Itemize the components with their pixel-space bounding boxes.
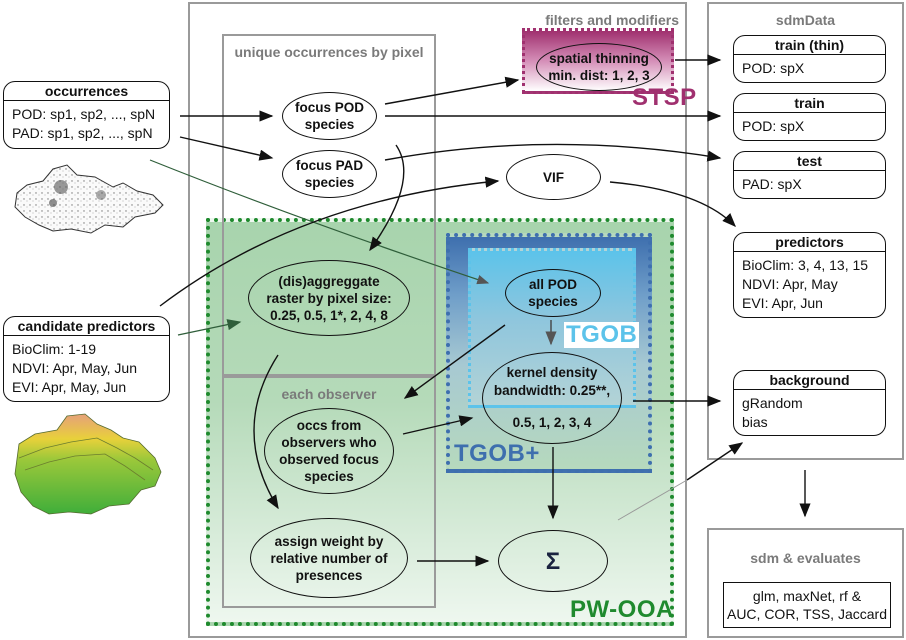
predictors-title: predictors [734,233,885,252]
sdm-metrics-line: AUC, COR, TSS, Jaccard [726,606,887,622]
disaggregate-node: (dis)aggreggate raster by pixel size: 0.… [248,260,410,336]
occurrences-pod-line: POD: sp1, sp2, ..., spN [12,106,156,122]
disaggregate-line2: raster by pixel size: [266,290,392,306]
sdm-methods-box: glm, maxNet, rf & AUC, COR, TSS, Jaccard [723,582,891,628]
all-pod-line2: species [528,294,578,309]
focus-pad-species-node: focus PAD species [282,150,377,198]
disaggregate-line1: (dis)aggreggate [278,273,380,289]
predictors-bioclim-line: BioClim: 3, 4, 13, 15 [742,257,869,273]
unique-occurrences-title: unique occurrences by pixel [234,44,424,60]
assign-weight-line3: presences [295,567,363,583]
sdm-card-test: test PAD: spX [733,151,886,199]
candidate-evi-line: EVI: Apr, May, Jun [12,379,127,395]
occs-line1: occs from [296,418,362,433]
occs-from-observers-node: occs from observers who observed focus s… [264,408,394,494]
kernel-line1: kernel density [506,365,598,380]
pwooa-label: PW-OOA [570,596,674,623]
spatial-thinning-line2: min. dist: 1, 2, 3 [548,68,650,83]
background-grandom-line: gRandom [742,395,803,411]
all-pod-species-node: all POD species [505,269,601,317]
sdmdata-panel: sdmData [707,2,904,460]
filters-and-modifiers-panel: filters and modifiers [188,2,687,638]
background-title: background [734,371,885,390]
train-thin-line: POD: spX [742,60,805,76]
stsp-label: STSP [632,84,697,111]
sum-symbol: Σ [545,547,561,575]
train-line: POD: spX [742,118,805,134]
vif-node: VIF [506,154,601,200]
spatial-thinning-line1: spatial thinning [549,51,649,66]
occs-line3: observed focus [279,452,379,467]
sdm-card-train: train POD: spX [733,93,886,141]
train-title: train [734,94,885,113]
sdm-methods-line: glm, maxNet, rf & [752,588,862,604]
assign-weight-line1: assign weight by [274,533,384,549]
each-observer-panel: each observer [222,376,436,608]
tgob-label: TGOB [564,321,640,348]
kernel-line3: 0.5, 1, 2, 3, 4 [512,415,592,430]
occurrence-density-map [14,164,164,234]
each-observer-title: each observer [281,386,377,402]
tgob-plus-label: TGOB+ [454,440,540,467]
focus-pod-label: focus POD species [294,100,364,132]
predictors-evi-line: EVI: Apr, Jun [742,295,823,311]
sdm-evaluates-title: sdm & evaluates [750,550,861,566]
sdmdata-title: sdmData [775,12,836,28]
predictor-raster-map [14,413,162,515]
sdm-card-background: background gRandom bias [733,370,886,436]
disaggregate-line3: 0.25, 0.5, 1*, 2, 4, 8 [270,307,388,323]
assign-weight-node: assign weight by relative number of pres… [250,518,408,598]
assign-weight-line2: relative number of [270,550,388,566]
kernel-density-node: kernel density bandwidth: 0.25**, 0.5, 1… [482,352,622,444]
train-thin-title: train (thin) [734,36,885,55]
predictors-ndvi-line: NDVI: Apr, May [742,276,838,292]
spatial-thinning-node: spatial thinning min. dist: 1, 2, 3 [536,43,662,91]
background-bias-line: bias [742,414,768,430]
occs-line2: observers who [281,435,377,450]
candidate-predictors-card: candidate predictors BioClim: 1-19 NDVI:… [3,316,170,402]
filters-panel-title: filters and modifiers [545,12,679,28]
occurrences-pad-line: PAD: sp1, sp2, ..., spN [12,125,153,141]
kernel-line2: bandwidth: 0.25**, [493,383,611,398]
focus-pod-species-node: focus POD species [282,92,377,140]
candidate-bioclim-line: BioClim: 1-19 [12,341,97,357]
test-line: PAD: spX [742,176,802,192]
occs-line4: species [304,469,354,484]
all-pod-line1: all POD [528,277,577,292]
occurrences-title: occurrences [4,82,169,101]
sum-node: Σ [498,530,608,592]
candidate-predictors-title: candidate predictors [4,317,169,336]
vif-label: VIF [542,169,564,185]
sdm-card-train-thin: train (thin) POD: spX [733,35,886,83]
candidate-ndvi-line: NDVI: Apr, May, Jun [12,360,138,376]
sdm-card-predictors: predictors BioClim: 3, 4, 13, 15 NDVI: A… [733,232,886,318]
test-title: test [734,152,885,171]
sdm-evaluates-panel: sdm & evaluates glm, maxNet, rf & AUC, C… [707,528,904,638]
focus-pad-label: focus PAD species [295,158,364,190]
occurrences-card: occurrences POD: sp1, sp2, ..., spN PAD:… [3,81,170,149]
